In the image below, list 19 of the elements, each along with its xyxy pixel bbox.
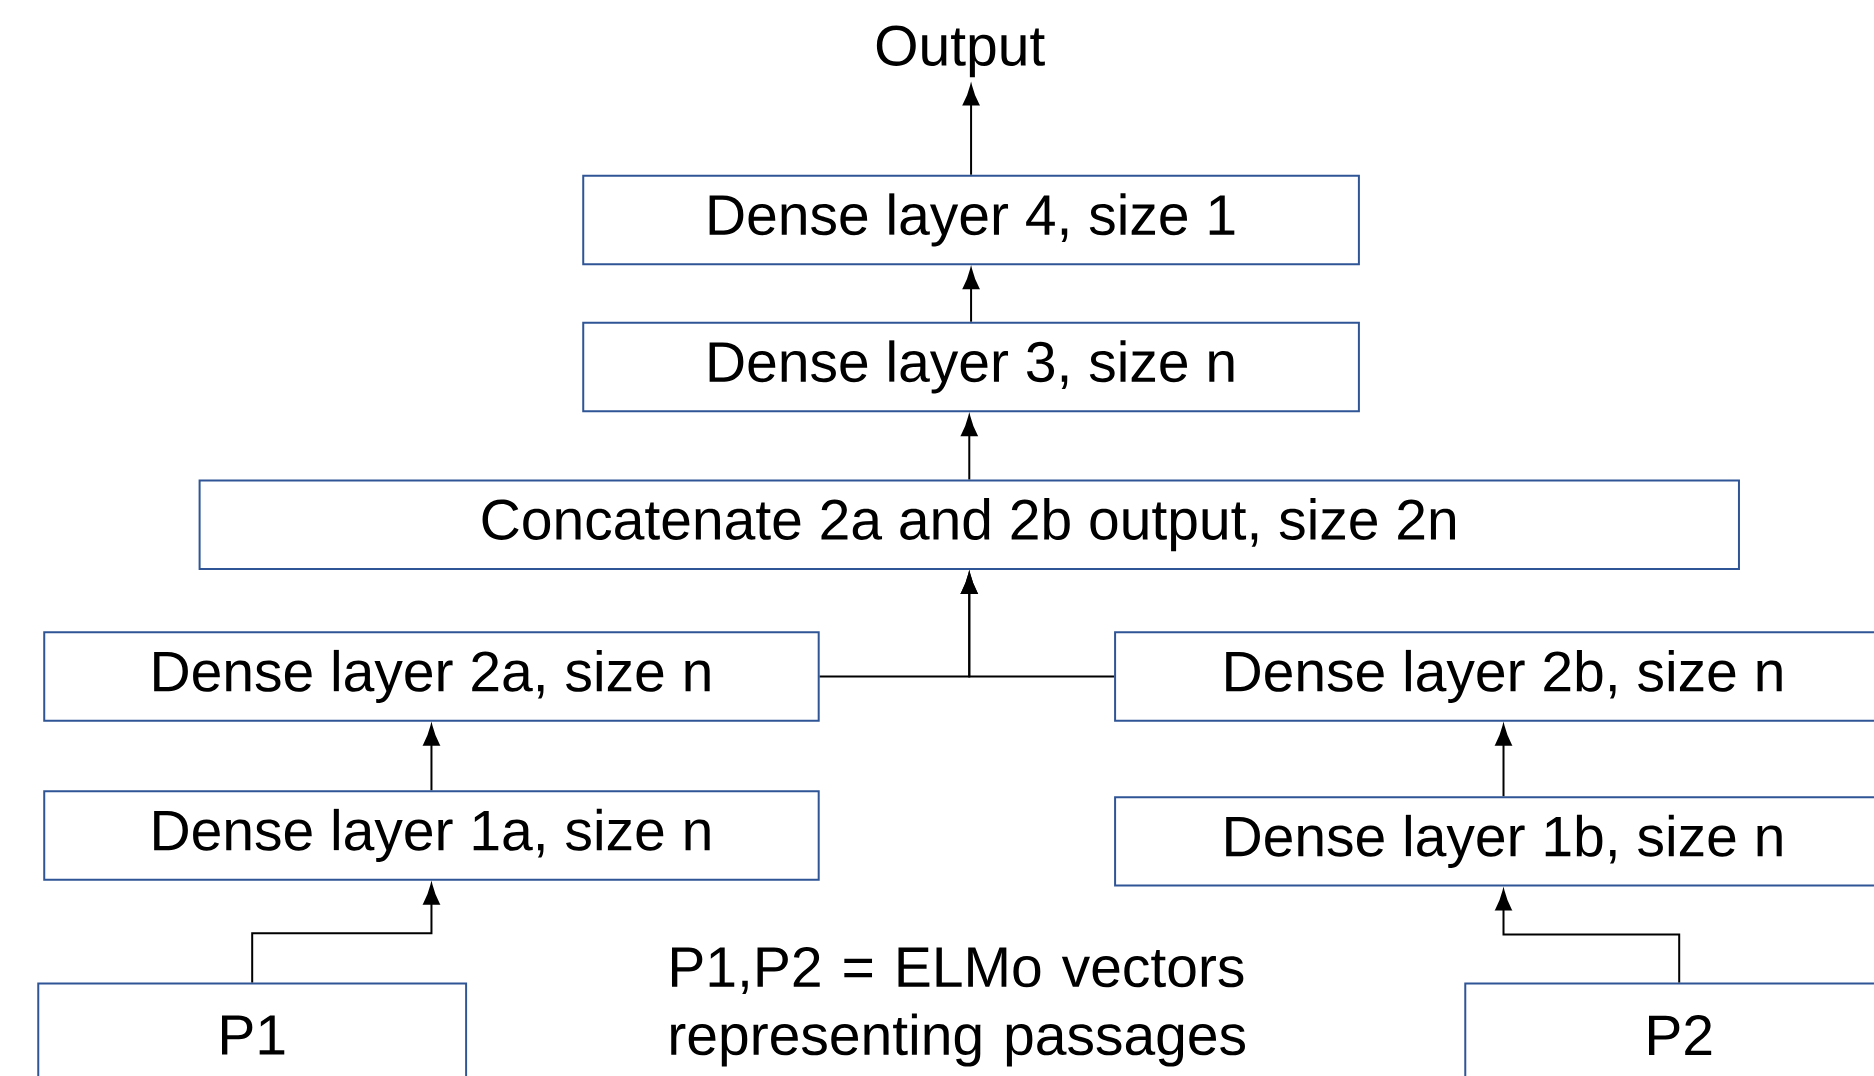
layer-box: Dense layer 3, size n bbox=[582, 321, 1360, 413]
note-text: P1,P2 = ELMo vectors representing passages bbox=[671, 946, 1245, 1067]
layer-box: Dense layer 1b, size n bbox=[1114, 796, 1874, 887]
arrow bbox=[1495, 724, 1512, 798]
layer-box: Dense layer 2b, size n bbox=[1114, 631, 1874, 722]
layer-box: Concatenate 2a and 2b output, size 2n bbox=[198, 479, 1740, 570]
arrow bbox=[961, 573, 1116, 678]
input-box: P1 bbox=[37, 982, 468, 1076]
arrow bbox=[1495, 889, 1681, 984]
layer-box: Dense layer 1a, size n bbox=[43, 790, 820, 881]
layer-box: Dense layer 2a, size n bbox=[43, 631, 820, 722]
arrow bbox=[423, 724, 440, 792]
output-label: Output bbox=[876, 25, 1045, 78]
input-box: P2 bbox=[1464, 982, 1874, 1076]
arrow bbox=[961, 415, 978, 481]
arrow bbox=[962, 84, 980, 176]
layer-box: Dense layer 4, size 1 bbox=[582, 174, 1360, 266]
arrow bbox=[962, 268, 980, 323]
arrow bbox=[251, 883, 440, 984]
